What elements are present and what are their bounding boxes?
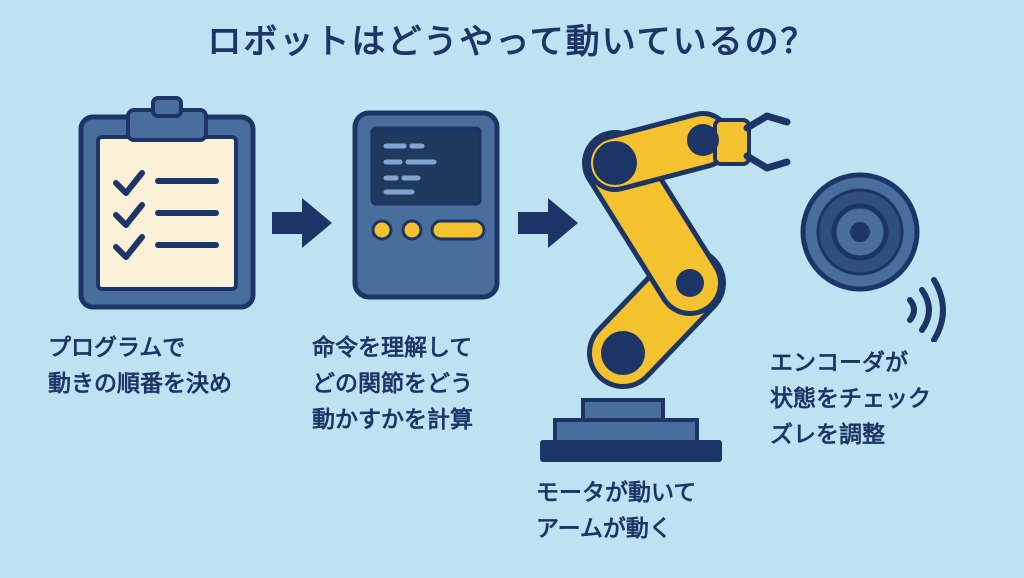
encoder-sensor-icon [800, 172, 946, 342]
label-line: モータが動いて [536, 480, 697, 506]
label-line: アームが動く [536, 516, 672, 542]
controller-icon [352, 110, 500, 300]
label-line: 動きの順番を決め [48, 371, 232, 397]
step-label-encoder: エンコーダが 状態をチェック ズレを調整 [770, 345, 931, 453]
label-line: エンコーダが [770, 350, 908, 376]
label-line: プログラムで [48, 335, 186, 361]
clipboard-checklist-icon [78, 96, 256, 310]
label-line: ズレを調整 [770, 422, 885, 448]
robot-arm-icon [540, 111, 791, 462]
arrow-right-icon [518, 198, 578, 248]
diagram-title: ロボットはどうやって動いているの？ [207, 22, 817, 62]
label-line: どの関節をどう [312, 371, 473, 397]
label-line: 動かすかを計算 [312, 407, 473, 433]
step-label-controller: 命令を理解して どの関節をどう 動かすかを計算 [312, 330, 473, 438]
signal-waves-icon [907, 277, 946, 342]
label-line: 命令を理解して [312, 335, 473, 361]
step-label-program: プログラムで 動きの順番を決め [48, 330, 232, 402]
arrow-right-icon [272, 198, 332, 248]
step-label-motor: モータが動いて アームが動く [536, 475, 696, 547]
label-line: 状態をチェック [770, 386, 931, 412]
